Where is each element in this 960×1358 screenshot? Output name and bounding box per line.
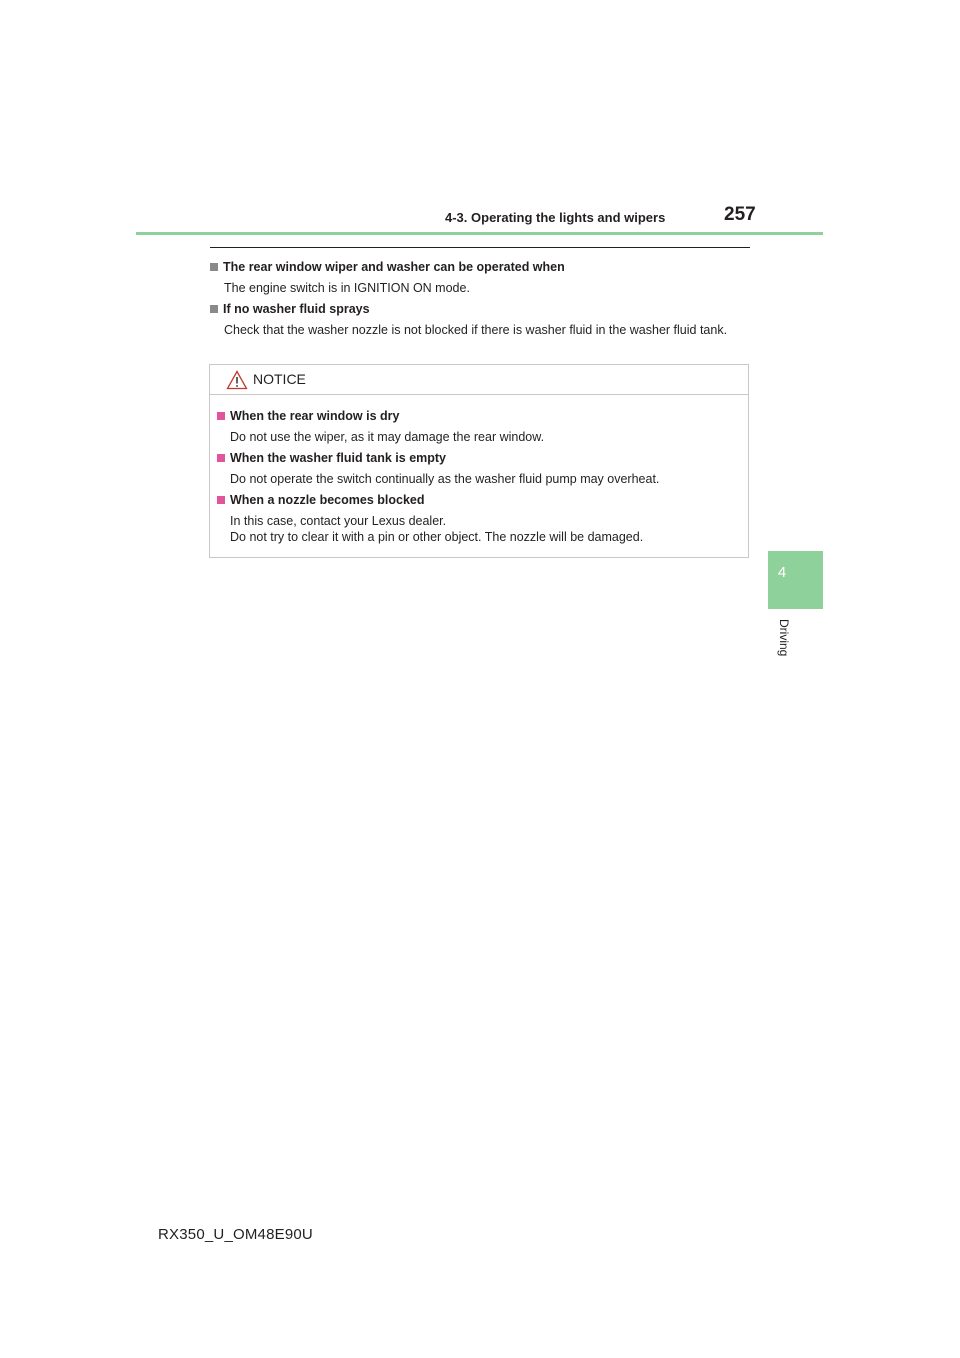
notice-heading-text: When the rear window is dry	[230, 409, 400, 423]
notice-body-line: In this case, contact your Lexus dealer.	[230, 514, 447, 528]
notice-body-line: Do not try to clear it with a pin or oth…	[230, 530, 644, 544]
notice-body: Do not operate the switch continually as…	[230, 472, 660, 486]
notice-heading: When the washer fluid tank is empty	[217, 450, 742, 466]
header-divider	[136, 232, 823, 235]
notice-box: NOTICE When the rear window is dry Do no…	[209, 364, 749, 558]
notice-header: NOTICE	[210, 365, 748, 395]
bullet-square-icon	[217, 454, 225, 462]
info-section-no-fluid: If no washer fluid sprays Check that the…	[210, 301, 750, 338]
info-heading-text: The rear window wiper and washer can be …	[223, 260, 565, 274]
notice-heading-text: When a nozzle becomes blocked	[230, 493, 425, 507]
content-divider	[210, 247, 750, 248]
notice-section-blocked: When a nozzle becomes blocked In this ca…	[217, 492, 742, 545]
warning-triangle-icon	[226, 370, 248, 390]
notice-title: NOTICE	[253, 371, 306, 387]
info-body: The engine switch is in IGNITION ON mode…	[224, 281, 470, 295]
info-heading: The rear window wiper and washer can be …	[210, 259, 750, 275]
notice-body: Do not use the wiper, as it may damage t…	[230, 430, 545, 444]
bullet-square-icon	[210, 305, 218, 313]
chapter-number: 4	[777, 564, 787, 581]
bullet-square-icon	[210, 263, 218, 271]
info-section-rear-wiper: The rear window wiper and washer can be …	[210, 259, 750, 296]
notice-heading: When the rear window is dry	[217, 408, 742, 424]
notice-heading-text: When the washer fluid tank is empty	[230, 451, 447, 465]
chapter-tab[interactable]: 4	[768, 551, 823, 609]
info-body: Check that the washer nozzle is not bloc…	[224, 323, 728, 337]
page-number: 257	[724, 204, 756, 225]
info-heading: If no washer fluid sprays	[210, 301, 750, 317]
document-code: RX350_U_OM48E90U	[158, 1226, 313, 1243]
bullet-square-icon	[217, 412, 225, 420]
notice-heading: When a nozzle becomes blocked	[217, 492, 742, 508]
notice-section-dry: When the rear window is dry Do not use t…	[217, 408, 742, 445]
info-heading-text: If no washer fluid sprays	[223, 302, 370, 316]
section-title: 4-3. Operating the lights and wipers	[445, 210, 666, 225]
notice-section-empty: When the washer fluid tank is empty Do n…	[217, 450, 742, 487]
bullet-square-icon	[217, 496, 225, 504]
chapter-label: Driving	[777, 619, 791, 657]
